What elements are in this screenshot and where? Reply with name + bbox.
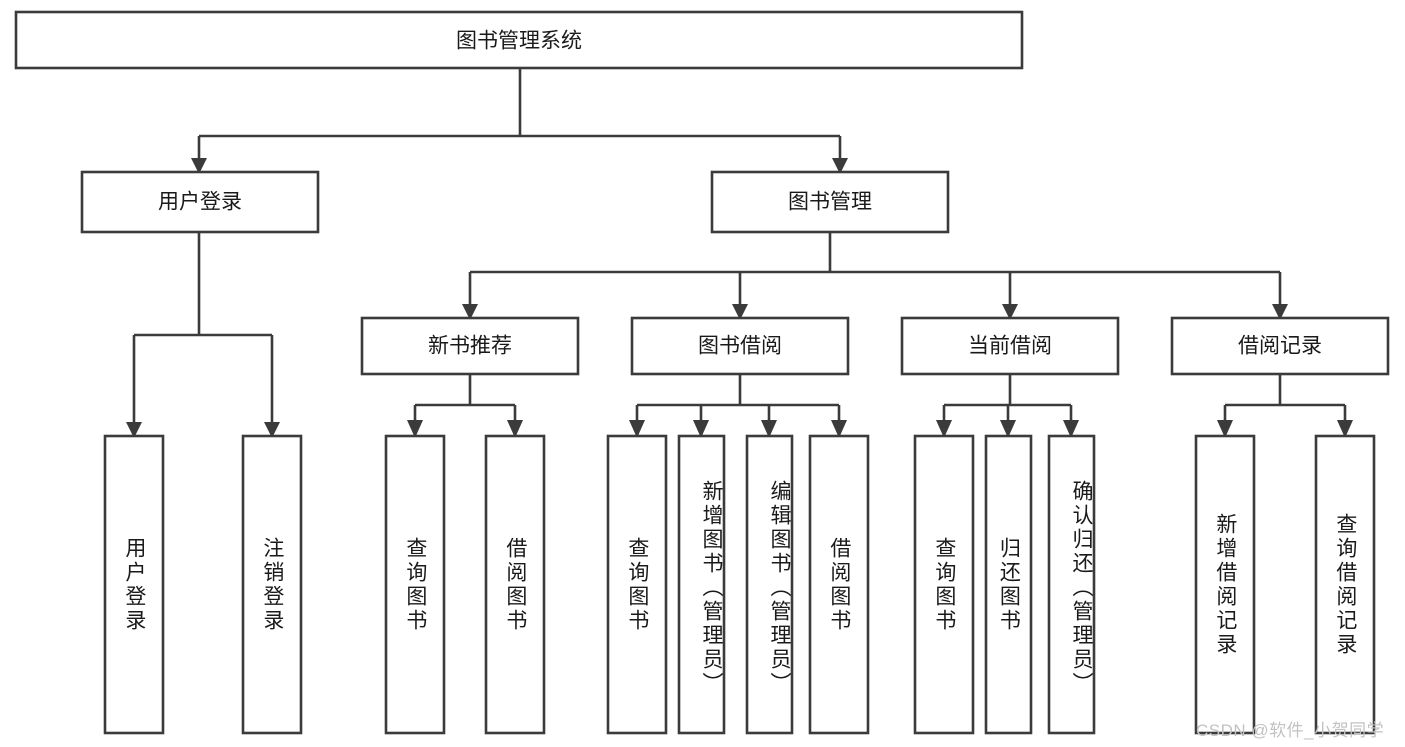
node-leaf-borrow-book-1[interactable]: [484, 434, 546, 735]
node-user-login-label: 用户登录: [158, 191, 242, 214]
connector-book-manage-to-level3: [462, 232, 1288, 320]
node-leaf-return-book[interactable]: [984, 434, 1033, 735]
node-leaf-user-login[interactable]: [103, 434, 165, 735]
node-current-borrow[interactable]: 当前借阅: [900, 316, 1120, 376]
node-user-login[interactable]: 用户登录: [80, 170, 320, 234]
node-book-manage-label: 图书管理: [788, 191, 872, 214]
node-root[interactable]: 图书管理系统: [14, 10, 1024, 70]
node-borrow-record-label: 借阅记录: [1238, 335, 1322, 358]
node-leaf-query-book-1[interactable]: [384, 434, 446, 735]
node-leaf-query-book-3[interactable]: [913, 434, 975, 735]
node-leaf-query-record[interactable]: [1314, 434, 1376, 735]
node-book-borrow-label: 图书借阅: [698, 335, 782, 358]
node-leaf-add-book[interactable]: [677, 434, 726, 735]
connector-user-login-to-leaves: [126, 232, 280, 438]
node-leaf-edit-book[interactable]: [745, 434, 794, 735]
node-leaf-logout-login[interactable]: [241, 434, 303, 735]
connector-borrow-record-to-leaves: [1217, 374, 1353, 438]
node-root-label: 图书管理系统: [456, 30, 582, 53]
node-borrow-record[interactable]: 借阅记录: [1170, 316, 1390, 376]
node-book-manage[interactable]: 图书管理: [710, 170, 950, 234]
connector-root-to-level2: [191, 68, 848, 174]
node-leaf-confirm-return[interactable]: [1047, 434, 1096, 735]
node-new-book-recommend[interactable]: 新书推荐: [360, 316, 580, 376]
connector-current-borrow-to-leaves: [936, 374, 1079, 438]
connector-new-book-recommend-to-leaves: [407, 374, 523, 438]
node-current-borrow-label: 当前借阅: [968, 335, 1052, 358]
leaf-boxes: [103, 434, 1376, 735]
node-leaf-borrow-book-2[interactable]: [808, 434, 870, 735]
csdn-watermark: CSDN @软件_小贺同学: [1196, 721, 1385, 740]
node-new-book-recommend-label: 新书推荐: [428, 335, 512, 358]
connector-book-borrow-to-leaves: [629, 374, 847, 438]
node-book-borrow[interactable]: 图书借阅: [630, 316, 850, 376]
node-leaf-add-record[interactable]: [1194, 434, 1256, 735]
node-leaf-query-book-2[interactable]: [606, 434, 668, 735]
